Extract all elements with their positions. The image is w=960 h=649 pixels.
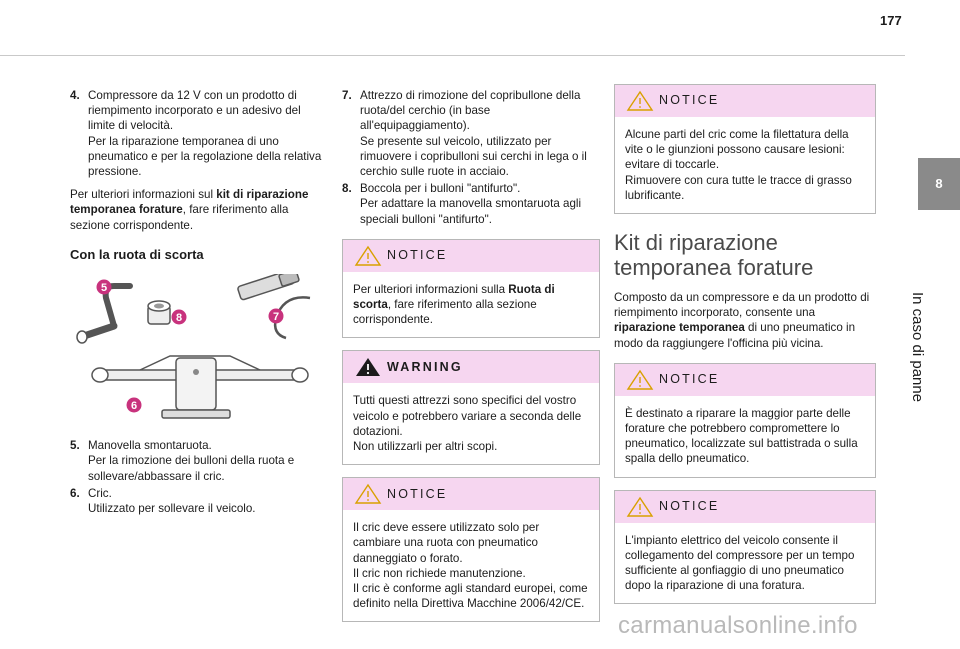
item-text: Boccola per i bulloni "antifurto". Per a… — [360, 182, 582, 226]
svg-text:6: 6 — [131, 400, 137, 412]
notice-label: NOTICE — [387, 248, 448, 263]
notice-body: L'impianto elettrico del veicolo consent… — [625, 533, 855, 593]
notice-header: NOTICE — [343, 478, 599, 511]
warning-body: Tutti questi attrezzi sono specifici del… — [353, 394, 582, 454]
list-item-5: 5. Manovella smontaruota. Per la rimozio… — [70, 438, 325, 484]
column-2: 7. Attrezzo di rimozione del copribullon… — [342, 88, 600, 634]
warning-triangle-icon — [626, 369, 654, 390]
notice-box-spare-wheel: NOTICE Per ulteriori informazioni sulla … — [342, 238, 600, 339]
jack-shape — [91, 355, 309, 419]
warning-header: WARNING — [343, 351, 599, 384]
list-item-8: 8. Boccola per i bulloni "antifurto". Pe… — [342, 181, 600, 227]
tools-illustration: 5 8 7 6 — [76, 269, 311, 419]
notice-header: NOTICE — [615, 490, 875, 523]
kit-paragraph: Composto da un compressore e da un prodo… — [614, 290, 876, 351]
text: Per ulteriori informazioni sul — [70, 188, 217, 202]
list-item-7: 7. Attrezzo di rimozione del copribullon… — [342, 88, 600, 179]
text: Composto da un compressore e da un prodo… — [614, 291, 870, 320]
bold-text: Ruota di scorta — [353, 282, 555, 312]
notice-header: NOTICE — [615, 85, 875, 117]
warning-box: WARNING Tutti questi attrezzi sono speci… — [342, 350, 600, 466]
svg-text:5: 5 — [101, 282, 107, 294]
hubcap-tool-shape — [237, 269, 311, 340]
notice-label: NOTICE — [659, 93, 720, 108]
notice-label: NOTICE — [387, 486, 448, 501]
item-text: Compressore da 12 V con un prodotto di r… — [88, 89, 322, 179]
text: di uno pneumatico in modo da raggiungere… — [614, 321, 856, 350]
item-number: 5. — [70, 439, 80, 453]
item-number: 6. — [70, 486, 80, 500]
page-number: 177 — [880, 13, 902, 28]
section-heading: Con la ruota di scorta — [70, 246, 204, 262]
list-item-4: 4. Compressore da 12 V con un prodotto d… — [70, 88, 325, 179]
chapter-title: In caso di panne — [909, 292, 926, 403]
item-number: 7. — [342, 89, 352, 102]
notice-body: Alcune parti del cric come la filettatur… — [625, 128, 852, 202]
column-1: 4. Compressore da 12 V con un prodotto d… — [70, 88, 325, 518]
top-rule — [0, 55, 905, 56]
callout-6: 6 — [126, 397, 142, 413]
notice-body: Per ulteriori informazioni sulla Ruota d… — [343, 272, 599, 338]
list-item-6: 6. Cric. Utilizzato per sollevare il vei… — [70, 486, 325, 516]
notice-box-compressor: NOTICE L'impianto elettrico del veicolo … — [614, 489, 876, 605]
wheel-brace-socket — [80, 322, 118, 340]
warning-label: WARNING — [387, 359, 463, 374]
item-number: 8. — [342, 182, 352, 196]
reference-paragraph: Per ulteriori informazioni sul kit di ri… — [70, 187, 325, 233]
notice-header: NOTICE — [615, 363, 875, 396]
bold-text: kit di riparazione temporanea forature — [70, 188, 309, 217]
item-number: 4. — [70, 89, 80, 102]
chapter-tab[interactable]: 8 — [918, 158, 960, 210]
warning-triangle-icon — [354, 245, 382, 266]
notice-body: È destinato a riparare la maggior parte … — [625, 406, 858, 466]
svg-text:8: 8 — [176, 312, 182, 324]
callout-8: 8 — [171, 309, 187, 325]
notice-box-punctures: NOTICE È destinato a riparare la maggior… — [614, 362, 876, 478]
item-text: Cric. Utilizzato per sollevare il veicol… — [88, 486, 256, 516]
text: , fare riferimento alla sezione corrispo… — [353, 298, 537, 327]
callout-7: 7 — [268, 308, 284, 324]
warning-triangle-icon — [626, 90, 654, 111]
warning-triangle-icon — [626, 496, 654, 517]
column-3: NOTICE Alcune parti del cric come la fil… — [614, 72, 876, 616]
text: Per ulteriori informazioni sulla — [353, 282, 509, 296]
item-text: Attrezzo di rimozione del copribullone d… — [360, 89, 587, 179]
svg-text:7: 7 — [273, 311, 279, 323]
notice-label: NOTICE — [659, 372, 720, 387]
antitheft-socket-shape — [147, 300, 171, 325]
callout-5: 5 — [96, 279, 112, 295]
warning-triangle-icon — [354, 483, 382, 504]
notice-label: NOTICE — [659, 499, 720, 514]
section-title: Kit di riparazione temporanea forature — [614, 230, 814, 281]
notice-box-grease: NOTICE Alcune parti del cric come la fil… — [614, 84, 876, 215]
notice-header: NOTICE — [343, 239, 599, 272]
item-text: Manovella smontaruota. Per la rimozione … — [88, 439, 295, 483]
warning-triangle-filled-icon — [356, 358, 380, 377]
text: , fare riferimento alla sezione corrispo… — [70, 203, 289, 232]
watermark: carmanualsonline.info — [618, 612, 858, 639]
notice-box-jack: NOTICE Il cric deve essere utilizzato so… — [342, 477, 600, 623]
bold-text: riparazione temporanea — [614, 321, 745, 335]
notice-body: Il cric deve essere utilizzato solo per … — [353, 521, 588, 611]
